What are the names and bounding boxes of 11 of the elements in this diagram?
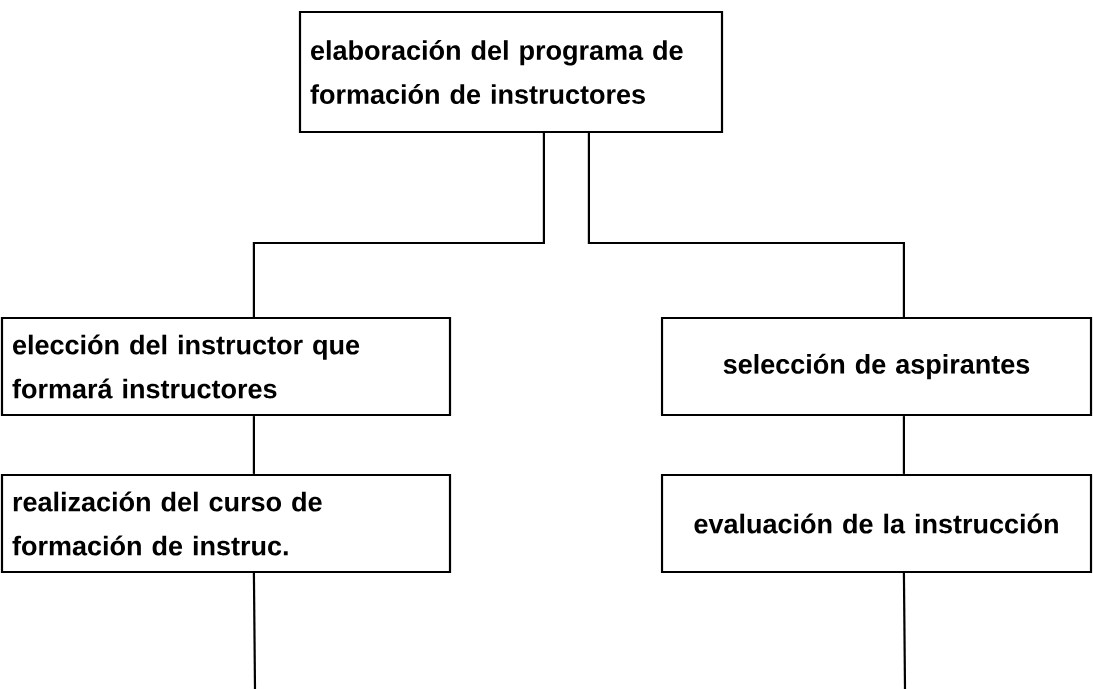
process-box: elección del instructor que formará instructores	[0, 316, 452, 417]
connector-line	[902, 573, 907, 689]
connector-line	[587, 133, 905, 317]
connector-line	[252, 573, 257, 689]
process-box: selección de aspirantes	[660, 316, 1093, 417]
process-box: realización del curso de formación de instruc.	[0, 473, 452, 574]
process-box: evaluación de la instrucción	[660, 473, 1093, 574]
connector-line	[902, 416, 905, 474]
connector-line	[252, 416, 255, 474]
process-box: elaboración del programa de formación de instructores	[298, 10, 724, 134]
connector-line	[252, 133, 545, 317]
